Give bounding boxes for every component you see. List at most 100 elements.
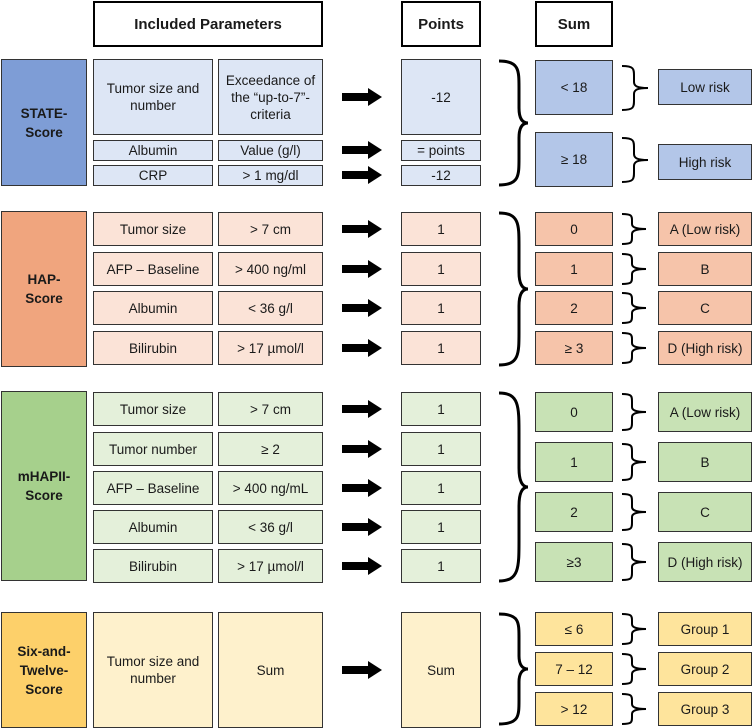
state-param-albumin: Albumin (93, 140, 213, 161)
mhapii-result-a: A (Low risk) (658, 392, 752, 432)
header-sum: Sum (535, 1, 613, 47)
hap-criterion-bilirubin: > 17 µmol/l (218, 331, 323, 365)
six-twelve-sum-2: 7 – 12 (535, 652, 613, 686)
hap-criterion-albumin: < 36 g/l (218, 291, 323, 325)
curly-brace-icon (498, 391, 529, 583)
mhapii-score-label: mHAPII-Score (1, 391, 87, 581)
hap-score-label: HAP-Score (1, 211, 87, 367)
mhapii-points-afp: 1 (401, 471, 481, 505)
arrow-right-icon (342, 260, 382, 278)
arrow-right-icon (342, 479, 382, 497)
state-sum-high: ≥ 18 (535, 132, 613, 187)
six-twelve-sum-1: ≤ 6 (535, 612, 613, 646)
curly-brace-icon (621, 493, 647, 531)
arrow-right-icon (342, 299, 382, 317)
hap-points-afp: 1 (401, 252, 481, 286)
six-twelve-result-2: Group 2 (658, 652, 752, 686)
state-criterion-albumin: Value (g/l) (218, 140, 323, 161)
state-param-tumor: Tumor size and number (93, 59, 213, 135)
hap-param-afp: AFP – Baseline (93, 252, 213, 286)
header-points: Points (401, 1, 481, 47)
six-twelve-result-3: Group 3 (658, 692, 752, 726)
hap-sum-2: 2 (535, 291, 613, 325)
curly-brace-icon (621, 292, 647, 324)
mhapii-points-albumin: 1 (401, 510, 481, 544)
mhapii-sum-3: ≥3 (535, 542, 613, 582)
hap-param-tumor-size: Tumor size (93, 212, 213, 246)
six-twelve-points-sum: Sum (401, 612, 481, 728)
curly-brace-icon (621, 65, 649, 111)
curly-brace-icon (498, 59, 529, 187)
state-points-tumor: -12 (401, 59, 481, 135)
state-result-low: Low risk (658, 69, 752, 105)
mhapii-points-bilirubin: 1 (401, 549, 481, 583)
mhapii-points-tumor-number: 1 (401, 432, 481, 466)
mhapii-sum-0: 0 (535, 392, 613, 432)
arrow-right-icon (342, 661, 382, 679)
state-score-label: STATE-Score (1, 59, 87, 186)
mhapii-result-c: C (658, 492, 752, 532)
header-included-parameters: Included Parameters (93, 1, 323, 47)
mhapii-sum-2: 2 (535, 492, 613, 532)
curly-brace-icon (498, 211, 529, 367)
curly-brace-icon (621, 693, 647, 725)
mhapii-param-tumor-number: Tumor number (93, 432, 213, 466)
hap-param-bilirubin: Bilirubin (93, 331, 213, 365)
curly-brace-icon (621, 137, 649, 183)
state-points-albumin: = points (401, 140, 481, 161)
mhapii-param-bilirubin: Bilirubin (93, 549, 213, 583)
curly-brace-icon (498, 612, 529, 726)
arrow-right-icon (342, 518, 382, 536)
mhapii-param-albumin: Albumin (93, 510, 213, 544)
curly-brace-icon (621, 332, 647, 364)
hap-result-d: D (High risk) (658, 331, 752, 365)
hap-result-a: A (Low risk) (658, 212, 752, 246)
curly-brace-icon (621, 613, 647, 645)
mhapii-criterion-tumor-number: ≥ 2 (218, 432, 323, 466)
mhapii-sum-1: 1 (535, 442, 613, 482)
mhapii-criterion-tumor-size: > 7 cm (218, 392, 323, 426)
hap-criterion-tumor-size: > 7 cm (218, 212, 323, 246)
arrow-right-icon (342, 440, 382, 458)
six-twelve-result-1: Group 1 (658, 612, 752, 646)
hap-sum-0: 0 (535, 212, 613, 246)
six-twelve-criterion-sum: Sum (218, 612, 323, 728)
arrow-right-icon (342, 339, 382, 357)
arrow-right-icon (342, 141, 382, 159)
curly-brace-icon (621, 653, 647, 685)
hap-points-tumor-size: 1 (401, 212, 481, 246)
arrow-right-icon (342, 220, 382, 238)
hap-points-albumin: 1 (401, 291, 481, 325)
state-points-crp: -12 (401, 165, 481, 186)
arrow-right-icon (342, 557, 382, 575)
hap-sum-3: ≥ 3 (535, 331, 613, 365)
state-criterion-crp: > 1 mg/dl (218, 165, 323, 186)
state-criterion-tumor: Exceedance of the “up-to-7”-criteria (218, 59, 323, 135)
arrow-right-icon (342, 88, 382, 106)
hap-sum-1: 1 (535, 252, 613, 286)
mhapii-criterion-bilirubin: > 17 µmol/l (218, 549, 323, 583)
arrow-right-icon (342, 400, 382, 418)
state-sum-low: < 18 (535, 60, 613, 115)
hap-criterion-afp: > 400 ng/ml (218, 252, 323, 286)
mhapii-param-tumor-size: Tumor size (93, 392, 213, 426)
curly-brace-icon (621, 253, 647, 285)
arrow-right-icon (342, 166, 382, 184)
state-param-crp: CRP (93, 165, 213, 186)
curly-brace-icon (621, 443, 647, 481)
six-and-twelve-score-label: Six-and-Twelve-Score (1, 612, 87, 728)
mhapii-result-b: B (658, 442, 752, 482)
curly-brace-icon (621, 393, 647, 431)
state-result-high: High risk (658, 144, 752, 180)
mhapii-criterion-albumin: < 36 g/l (218, 510, 323, 544)
hap-result-c: C (658, 291, 752, 325)
mhapii-param-afp: AFP – Baseline (93, 471, 213, 505)
hap-param-albumin: Albumin (93, 291, 213, 325)
mhapii-criterion-afp: > 400 ng/mL (218, 471, 323, 505)
mhapii-points-tumor-size: 1 (401, 392, 481, 426)
hap-result-b: B (658, 252, 752, 286)
mhapii-result-d: D (High risk) (658, 542, 752, 582)
curly-brace-icon (621, 213, 647, 245)
six-twelve-sum-3: > 12 (535, 692, 613, 726)
six-twelve-param-tumor: Tumor size and number (93, 612, 213, 728)
